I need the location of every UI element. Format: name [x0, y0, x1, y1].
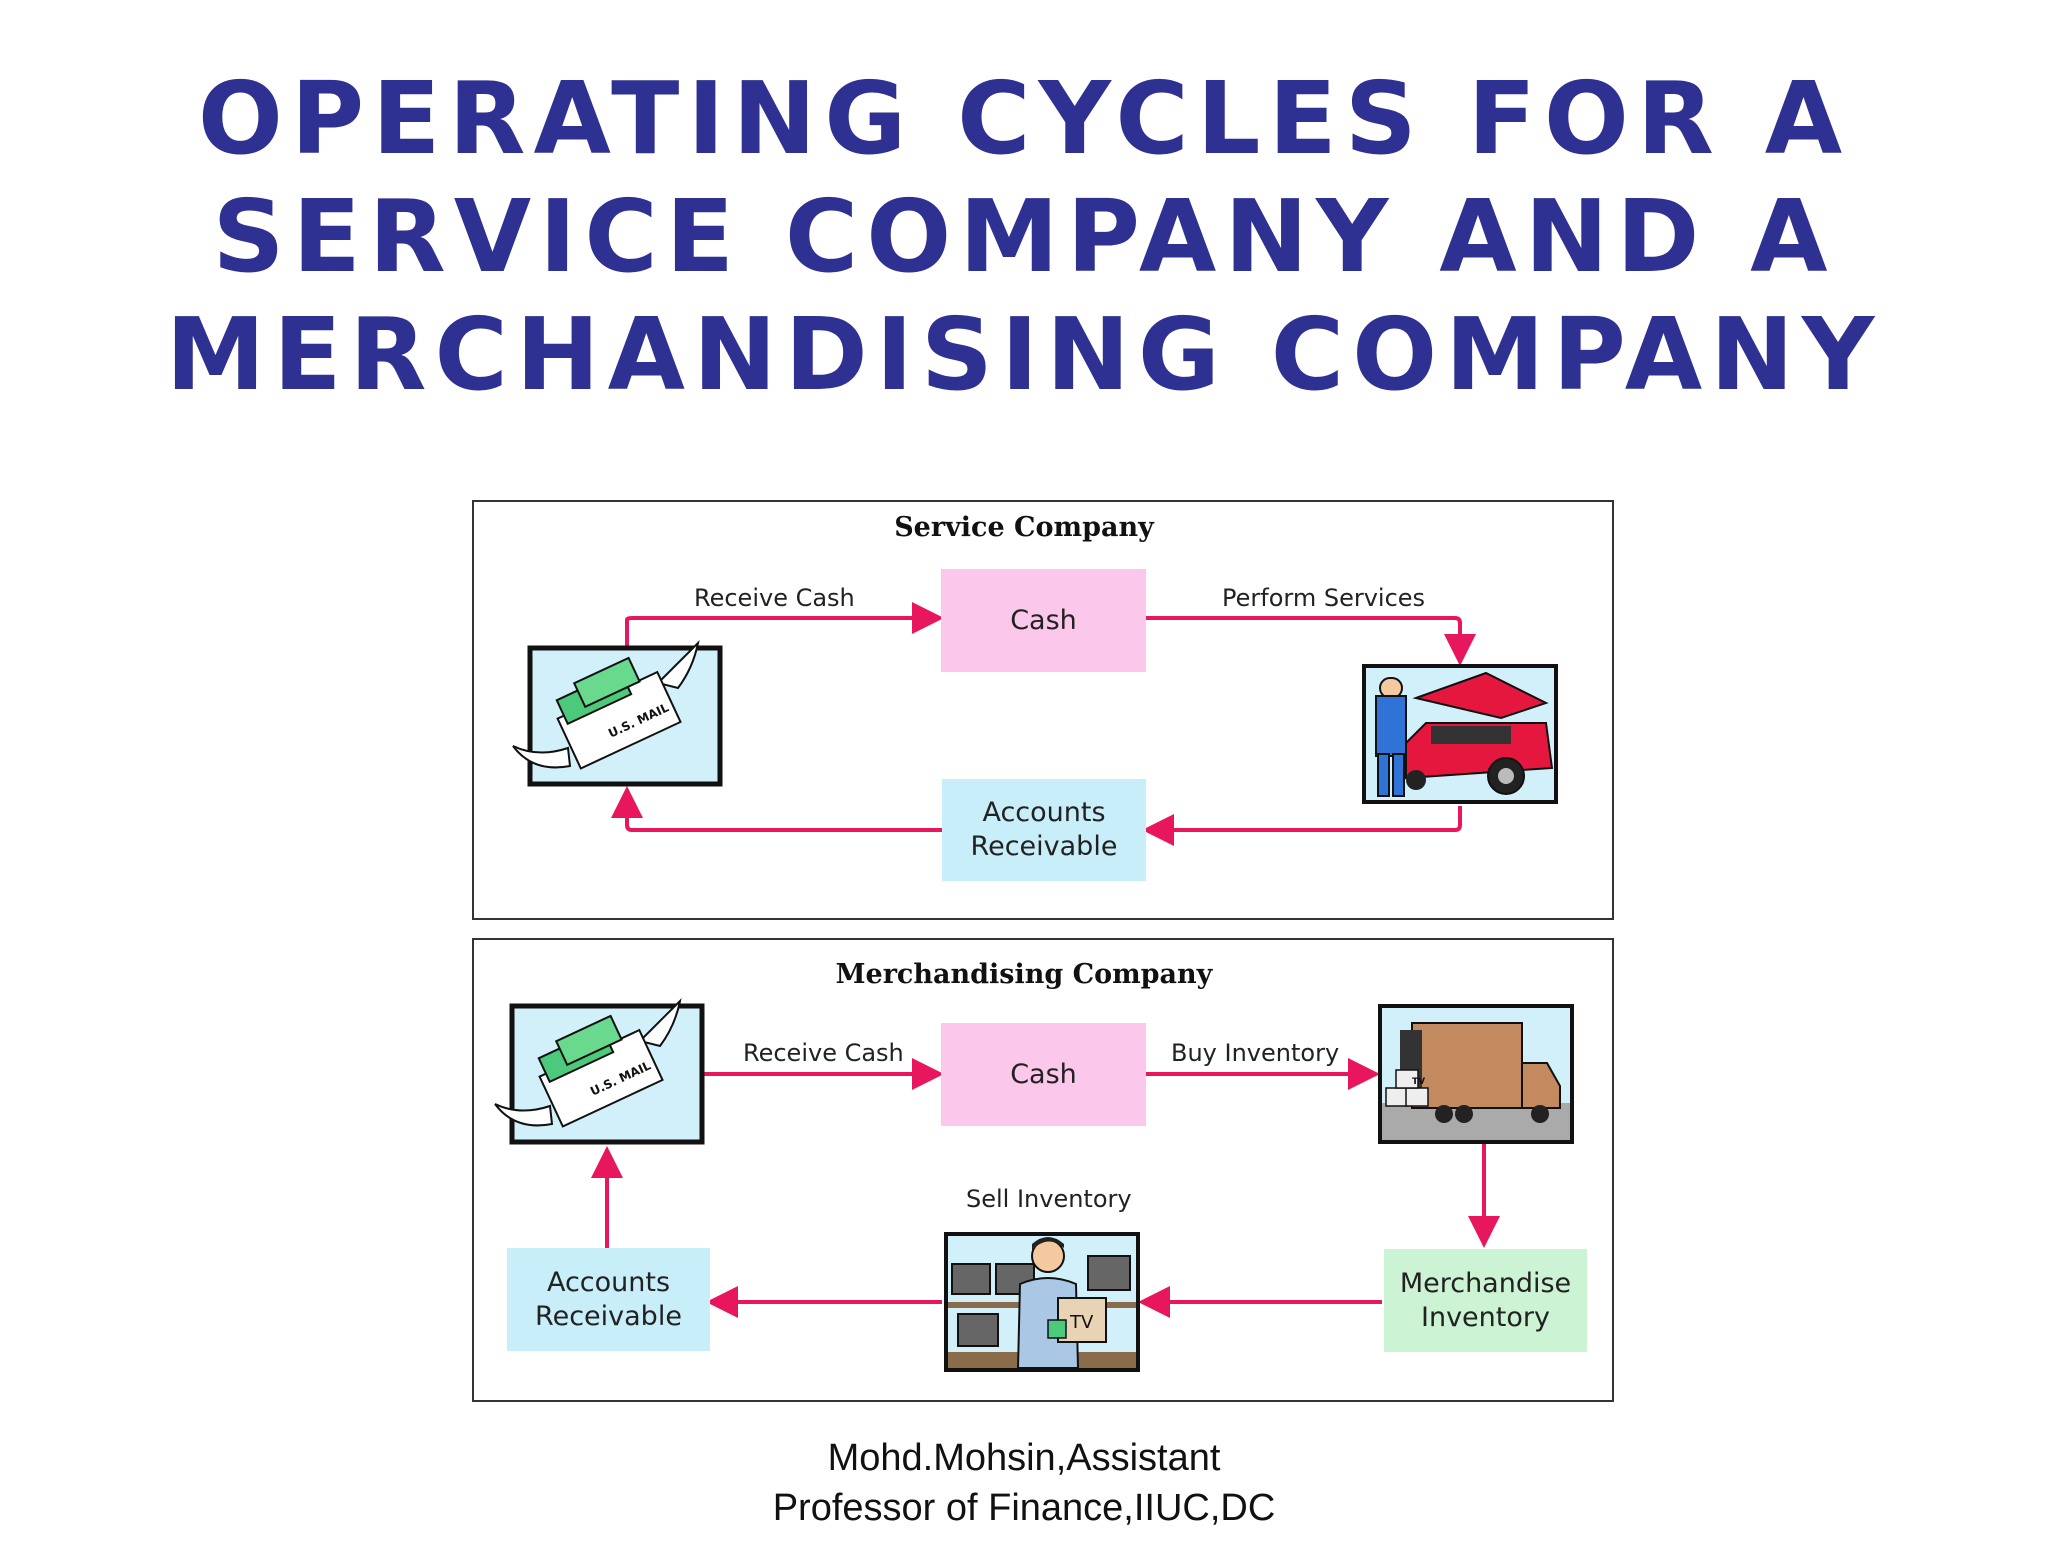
merch-merchandise-inventory-box: Merchandise Inventory	[1384, 1249, 1587, 1352]
slide-title: OPERATING CYCLES FOR A SERVICE COMPANY A…	[0, 60, 2048, 414]
service-company-heading: Service Company	[894, 512, 1154, 543]
title-line-2: SERVICE COMPANY AND A	[212, 178, 1836, 295]
footer-line-2: Professor of Finance,IIUC,DC	[772, 1487, 1276, 1529]
merch-salesman-tv-text: TV	[1069, 1312, 1094, 1333]
merch-receive-cash-label: Receive Cash	[743, 1039, 904, 1067]
service-mail-picture: U.S. MAIL	[512, 639, 724, 787]
service-ar-to-mail-arrow	[611, 786, 942, 832]
service-car-to-ar-arrow	[1142, 806, 1462, 846]
service-accounts-receivable-box: Accounts Receivable	[942, 779, 1146, 881]
merch-delivery-truck-picture: TV	[1378, 1004, 1574, 1144]
service-car-mechanic-picture	[1362, 664, 1558, 804]
service-receive-cash-label: Receive Cash	[694, 584, 855, 612]
title-line-3: MERCHANDISING COMPANY	[165, 296, 1883, 413]
author-footer: Mohd.Mohsin,Assistant Professor of Finan…	[0, 1433, 2048, 1533]
service-receive-cash-arrow	[625, 602, 944, 650]
title-line-1: OPERATING CYCLES FOR A	[197, 60, 1851, 177]
footer-line-1: Mohd.Mohsin,Assistant	[827, 1437, 1221, 1479]
service-perform-services-arrow	[1146, 616, 1476, 666]
merch-buy-inventory-label: Buy Inventory	[1171, 1039, 1340, 1067]
merch-mail-picture: U.S. MAIL	[494, 997, 706, 1145]
merch-salesman-tv-picture: TV	[944, 1232, 1140, 1372]
service-cash-box: Cash	[941, 569, 1146, 672]
merchandising-company-heading: Merchandising Company	[835, 959, 1213, 990]
service-perform-services-label: Perform Services	[1222, 584, 1426, 612]
merch-cash-box: Cash	[941, 1023, 1146, 1126]
merch-sell-inventory-label: Sell Inventory	[966, 1185, 1132, 1213]
merch-accounts-receivable-box: Accounts Receivable	[507, 1248, 710, 1351]
merch-truck-tv-text: TV	[1412, 1077, 1425, 1087]
